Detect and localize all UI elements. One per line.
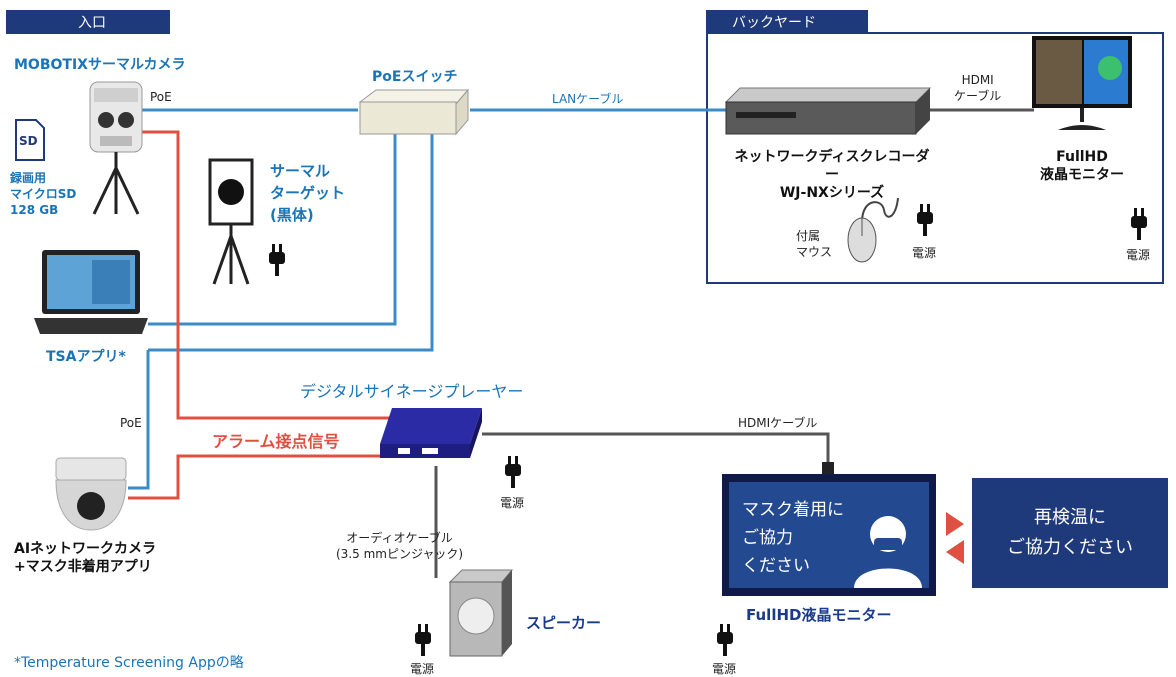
sd-line-1: 録画用 xyxy=(10,171,47,185)
ai-camera-line-1: AIネットワークカメラ xyxy=(14,541,157,557)
recorder-label: ネットワークディスクレコーダー WJ-NXシリーズ xyxy=(734,148,930,202)
sd-card-text: SD xyxy=(19,134,38,148)
recheck-line-2: ご協力ください xyxy=(1007,537,1133,558)
recheck-box: 再検温に ご協力ください xyxy=(972,478,1168,588)
mouse-icon xyxy=(847,197,899,263)
zone-entrance-label: 入口 xyxy=(78,15,106,31)
alarm-signal-label: アラーム接点信号 xyxy=(212,432,340,451)
backyard-monitor-power-icon xyxy=(1131,208,1147,240)
speaker-label: スピーカー xyxy=(526,614,602,632)
monitor-message: マスク着用に ご協力 ください xyxy=(742,496,844,580)
power-plug-icon xyxy=(269,244,285,276)
zone-backyard-tag: バックヤード xyxy=(706,10,868,34)
audio-line-1: オーディオケーブル xyxy=(346,531,453,545)
audio-line-2: (3.5 mmピンジャック) xyxy=(336,547,464,561)
speaker-power-label: 電源 xyxy=(410,662,435,676)
thermal-target-label: サーマル ターゲット (黒体) xyxy=(270,160,345,226)
poe-side-label: PoE xyxy=(120,416,142,430)
thermal-target-icon xyxy=(208,158,254,285)
mouse-line-2: マウス xyxy=(796,245,833,259)
sd-card-label: 録画用 マイクロSD 128 GB xyxy=(10,170,76,218)
recorder-icon xyxy=(724,87,932,135)
hdmi-top-label: HDMI ケーブル xyxy=(954,72,1001,104)
laptop-icon xyxy=(34,250,148,334)
monitor-message-line-2: ご協力 xyxy=(742,528,793,548)
tsa-line xyxy=(148,134,397,326)
ai-camera-poe-line xyxy=(128,350,150,490)
zone-entrance-tag: 入口 xyxy=(6,10,170,34)
poe-switch-icon xyxy=(358,88,470,136)
backyard-monitor-line-1: FullHD xyxy=(1056,149,1108,165)
recorder-line-2: WJ-NXシリーズ xyxy=(779,185,885,201)
tsa-app-label: TSAアプリ* xyxy=(46,349,126,365)
target-line-1: サーマル xyxy=(270,162,331,180)
masked-person-icon xyxy=(854,516,922,588)
hdmi-top-line-2: ケーブル xyxy=(954,89,1002,103)
front-monitor-power-icon xyxy=(717,624,733,656)
player-power-icon xyxy=(505,456,521,488)
recorder-power-label: 電源 xyxy=(912,246,937,260)
hdmi-top-line-1: HDMI xyxy=(961,73,994,87)
speaker-icon xyxy=(448,569,514,657)
ai-camera-icon xyxy=(55,457,127,531)
sd-line-2: マイクロSD xyxy=(10,187,77,201)
ai-camera-label: AIネットワークカメラ +マスク非着用アプリ xyxy=(14,540,156,576)
alarm-line-thermal xyxy=(140,130,392,420)
alarm-line-ai xyxy=(128,454,380,500)
backyard-monitor-line-2: 液晶モニター xyxy=(1040,167,1124,183)
sd-line-3: 128 GB xyxy=(10,203,59,217)
front-monitor-label: FullHD液晶モニター xyxy=(746,606,892,624)
monitor-message-line-3: ください xyxy=(742,556,810,576)
thermal-camera-icon xyxy=(89,81,143,215)
monitor-message-line-1: マスク着用に xyxy=(742,500,844,520)
lan-label: LANケーブル xyxy=(552,92,624,106)
target-line-2: ターゲット xyxy=(270,184,346,202)
backyard-monitor-power-label: 電源 xyxy=(1126,248,1151,262)
backyard-zone xyxy=(706,32,1164,284)
hdmi-front-line xyxy=(482,432,830,470)
hdmi-connector xyxy=(822,462,834,474)
speaker-power-icon xyxy=(415,624,431,656)
backyard-monitor-icon xyxy=(1032,36,1132,130)
recorder-line-1: ネットワークディスクレコーダー xyxy=(734,149,930,183)
mouse-label: 付属 マウス xyxy=(796,228,832,260)
backyard-monitor-label: FullHD 液晶モニター xyxy=(1040,148,1124,184)
poe-top-label: PoE xyxy=(150,90,172,104)
mouse-line-1: 付属 xyxy=(796,229,821,243)
front-monitor-power-label: 電源 xyxy=(712,662,737,676)
footnote: *Temperature Screening Appの略 xyxy=(14,655,244,671)
target-line-3: (黒体) xyxy=(270,206,314,224)
thermal-camera-label: MOBOTIXサーマルカメラ xyxy=(14,57,186,73)
player-power-label: 電源 xyxy=(500,496,525,510)
signage-player-icon xyxy=(380,408,482,458)
signage-player-label: デジタルサイネージプレーヤー xyxy=(300,382,524,401)
recorder-power-icon xyxy=(917,204,933,236)
audio-cable-label: オーディオケーブル (3.5 mmピンジャック) xyxy=(336,530,463,562)
sd-card-icon xyxy=(15,119,45,161)
ai-camera-network-line xyxy=(148,134,434,352)
recheck-line-1: 再検温に xyxy=(1034,507,1106,528)
ai-camera-line-2: +マスク非着用アプリ xyxy=(14,559,152,575)
zone-backyard-label: バックヤード xyxy=(732,15,816,31)
hdmi-bottom-label: HDMIケーブル xyxy=(738,416,818,430)
recheck-arrows-icon xyxy=(946,512,964,564)
poe-switch-label: PoEスイッチ xyxy=(372,69,458,85)
